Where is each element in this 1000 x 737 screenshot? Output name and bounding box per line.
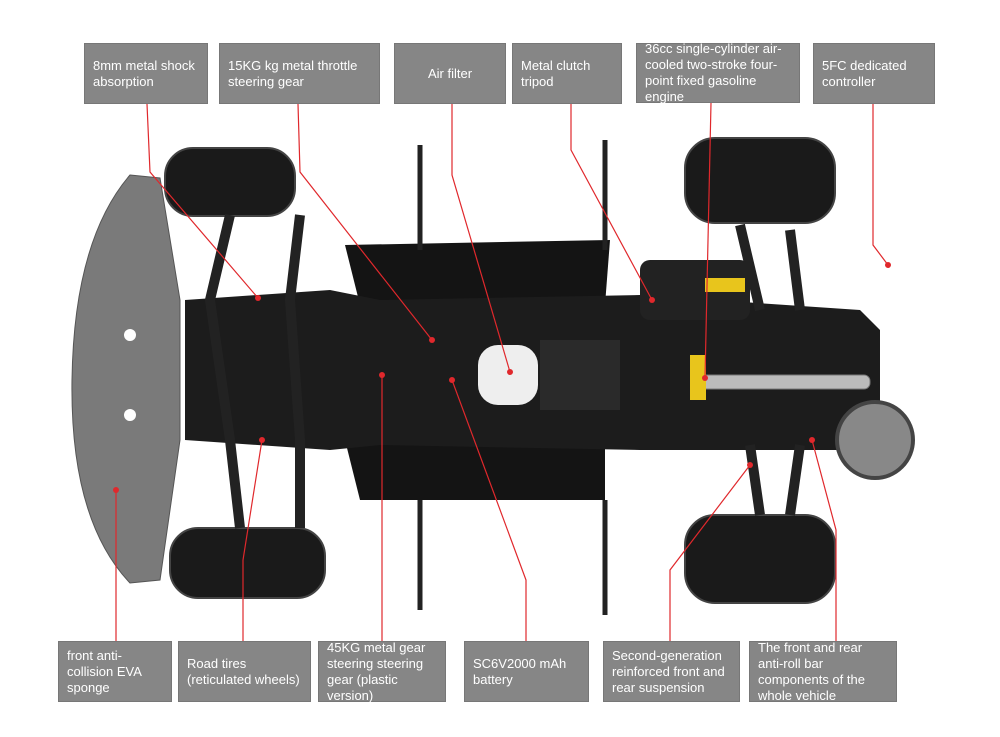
label-air-filter: Air filter [394, 43, 506, 104]
eva-sponge-bumper [71, 174, 181, 584]
tires [164, 137, 836, 604]
label-controller: 5FC dedicated controller [813, 43, 935, 104]
leader-lines [115, 102, 889, 641]
label-steering-gear: 45KG metal gear steering steering gear (… [318, 640, 446, 703]
label-suspension: Second-generation reinforced front and r… [603, 641, 740, 702]
label-throttle-steering-gear: 15KG kg metal throttle steering gear [219, 43, 380, 104]
label-eva-sponge: front anti-collision EVA sponge [58, 641, 172, 702]
label-engine: 36cc single-cylinder air-cooled two-stro… [636, 41, 800, 104]
label-clutch-tripod: Metal clutch tripod [512, 43, 622, 104]
label-battery: SC6V2000 mAh battery [464, 641, 589, 702]
label-road-tires: Road tires (reticulated wheels) [178, 641, 311, 702]
label-shock-absorption: 8mm metal shock absorption [84, 43, 208, 104]
label-anti-roll-bar: The front and rear anti-roll bar compone… [749, 640, 897, 703]
